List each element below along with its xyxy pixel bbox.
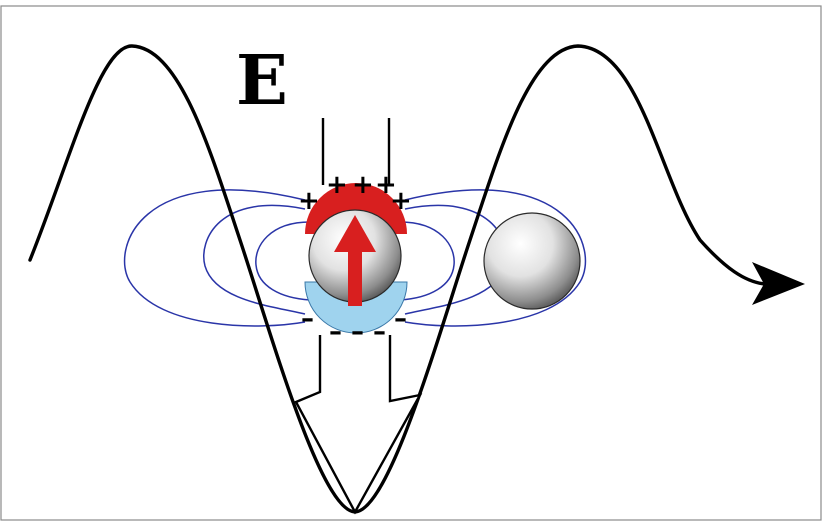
field-line <box>399 221 455 301</box>
charge-sign-minus: – <box>394 304 407 334</box>
charge-sign-minus: – <box>373 317 386 347</box>
charge-sign-minus: – <box>351 317 364 347</box>
field-lines-left <box>123 189 311 327</box>
dipole-arrow-shaft <box>348 248 362 306</box>
dipole-atom <box>304 183 408 334</box>
charge-sign-plus: + <box>352 170 374 200</box>
charge-sign-plus: + <box>298 186 320 216</box>
field-label-e: E <box>236 41 288 121</box>
field-line <box>404 189 587 327</box>
figure-border <box>0 5 822 521</box>
field-line <box>203 204 306 315</box>
charge-sign-minus: – <box>301 304 314 334</box>
top-charges: + + + + + <box>298 170 412 216</box>
field-line <box>255 221 311 301</box>
bottom-charges: – – – – – <box>301 304 407 347</box>
neighbor-atom-sphere <box>483 212 581 310</box>
wave-arrowhead-icon <box>752 262 805 305</box>
field-line <box>123 189 306 327</box>
dipole-arrow-icon <box>334 215 376 252</box>
charge-sign-plus: + <box>390 186 412 216</box>
charge-sign-plus: + <box>326 170 348 200</box>
charge-sign-minus: – <box>329 317 342 347</box>
charge-sign-plus: + <box>375 170 397 200</box>
force-arrow-icon <box>294 335 423 515</box>
potential-wave-curve <box>28 44 767 514</box>
